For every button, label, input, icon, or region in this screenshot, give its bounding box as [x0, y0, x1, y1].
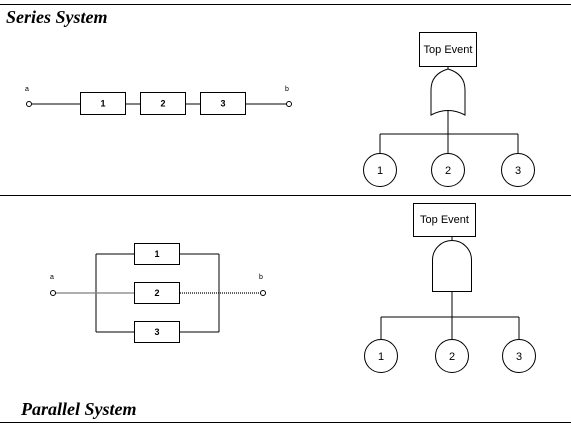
series-block-2: [140, 92, 186, 115]
parallel-block-2-label: 2: [154, 288, 159, 298]
parallel-basic-event-2: [435, 339, 469, 373]
parallel-top-event-box: [413, 203, 476, 237]
series-basic-event-2-label: 2: [445, 165, 451, 177]
parallel-terminal-b-node: [260, 290, 266, 296]
parallel-block-2: [134, 282, 180, 304]
parallel-title: Parallel System: [20, 399, 137, 419]
series-section: Series System a b 1 2 3 Top Event: [6, 7, 535, 187]
parallel-basic-event-2-label: 2: [449, 351, 455, 363]
series-block-3-label: 3: [220, 99, 225, 109]
series-fault-tree: Top Event 1 2 3: [363, 32, 535, 187]
series-title: Series System: [6, 7, 108, 27]
series-top-event-label: Top Event: [424, 44, 473, 56]
parallel-terminal-a-node: [50, 290, 56, 296]
parallel-fault-tree: Top Event 1 2 3: [364, 203, 536, 373]
series-block-diagram: a b 1 2 3: [25, 86, 292, 115]
parallel-terminal-a-label: a: [50, 274, 54, 281]
parallel-block-3-label: 3: [154, 327, 159, 337]
series-basic-event-3: [501, 153, 535, 187]
series-or-gate: [430, 68, 466, 116]
parallel-and-gate: [432, 240, 472, 292]
parallel-section: a b 1 2 3 Top Event: [20, 203, 536, 419]
series-block-3: [200, 92, 246, 115]
parallel-block-3: [134, 321, 180, 343]
series-block-1: [80, 92, 126, 115]
parallel-top-event-label: Top Event: [420, 214, 469, 226]
series-block-1-label: 1: [100, 99, 105, 109]
parallel-basic-event-3: [502, 339, 536, 373]
parallel-block-diagram: a b 1 2 3: [50, 243, 266, 343]
series-basic-event-1: [363, 153, 397, 187]
parallel-basic-event-3-label: 3: [516, 351, 522, 363]
series-terminal-b-label: b: [285, 86, 289, 93]
series-basic-event-1-label: 1: [377, 165, 383, 177]
series-block-2-label: 2: [160, 99, 165, 109]
parallel-block-1: [134, 243, 180, 265]
series-top-event-box: [419, 32, 477, 67]
parallel-basic-event-1-label: 1: [378, 351, 384, 363]
series-basic-event-3-label: 3: [515, 165, 521, 177]
series-terminal-b-node: [286, 101, 292, 107]
parallel-terminal-b-label: b: [259, 274, 263, 281]
series-terminal-a-node: [26, 101, 32, 107]
series-basic-event-2: [431, 153, 465, 187]
series-terminal-a-label: a: [25, 86, 29, 93]
parallel-block-1-label: 1: [154, 249, 159, 259]
parallel-basic-event-1: [364, 339, 398, 373]
